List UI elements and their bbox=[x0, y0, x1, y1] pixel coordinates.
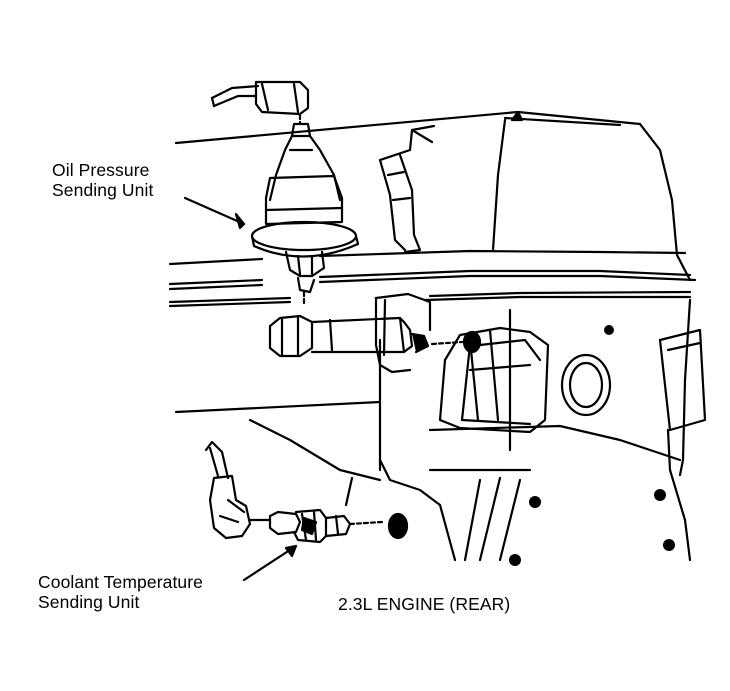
coolant-temperature-sending-unit-label: Coolant Temperature Sending Unit bbox=[38, 572, 203, 612]
oil-label-line1: Oil Pressure bbox=[52, 160, 150, 180]
engine-block-top bbox=[174, 110, 692, 282]
mounting-boss bbox=[438, 326, 550, 434]
oil-pressure-sending-unit bbox=[210, 80, 360, 306]
oil-pressure-sending-unit-label: Oil Pressure Sending Unit bbox=[52, 160, 153, 200]
oil-adapter-fitting bbox=[268, 292, 482, 374]
diagram-caption: 2.3L ENGINE (REAR) bbox=[338, 594, 511, 614]
freeze-plug bbox=[560, 353, 612, 417]
callout-leaders bbox=[183, 196, 298, 582]
block-bolts bbox=[509, 325, 675, 566]
coolant-label-line2: Sending Unit bbox=[38, 592, 140, 612]
lower-rails bbox=[463, 428, 692, 562]
engine-block-side bbox=[174, 298, 707, 562]
coolant-label-line1: Coolant Temperature bbox=[38, 572, 204, 592]
bracket bbox=[378, 124, 436, 254]
oil-label-line2: Sending Unit bbox=[52, 180, 154, 200]
cylinder-head-rails bbox=[168, 249, 697, 308]
coolant-temperature-sending-unit bbox=[204, 440, 409, 544]
